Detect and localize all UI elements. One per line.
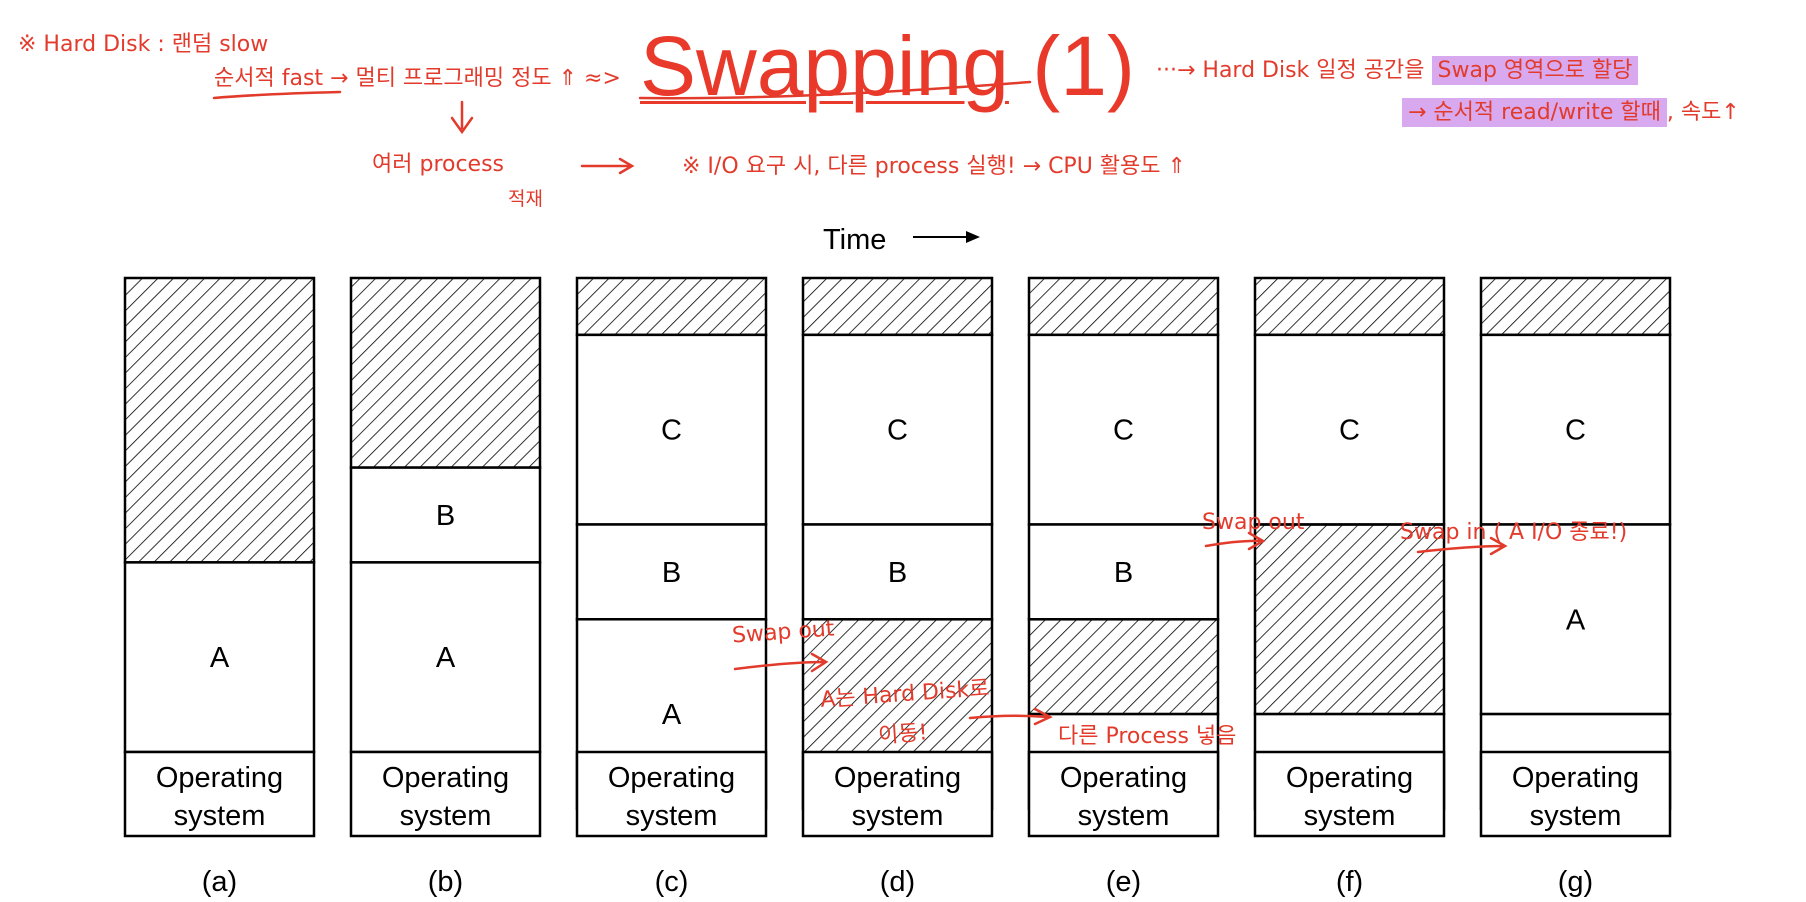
process-block	[575, 333, 768, 526]
os-label-line2: system	[1304, 800, 1396, 832]
os-block	[1479, 750, 1672, 838]
title-suffix: (1)	[1032, 19, 1135, 113]
free-memory-hole	[1253, 276, 1446, 337]
column-caption: (c)	[655, 866, 689, 898]
note-hard-disk-2: 순서적 fast → 멀티 프로그래밍 정도 ⇑ ≈>	[214, 66, 621, 91]
process-block	[349, 466, 542, 564]
os-label-line1: Operating	[1512, 762, 1639, 794]
free-memory-hole	[575, 276, 768, 337]
page-title: Swapping (1)	[640, 18, 1135, 115]
arrow-swap-in	[1416, 536, 1508, 556]
os-block	[1253, 750, 1446, 838]
memory-columns: A Operating system (a) B A Operating system (b) C…	[123, 276, 1672, 898]
down-arrow-multiprogramming	[450, 100, 474, 135]
os-label-line2: system	[400, 800, 492, 832]
column-caption: (f)	[1336, 866, 1363, 898]
os-label-line2: system	[626, 800, 718, 832]
os-label-line1: Operating	[382, 762, 509, 794]
process-label: C	[887, 415, 908, 447]
note-sequential: → 순서적 read/write 할때, 속도↑	[1402, 94, 1740, 127]
os-block	[123, 750, 316, 838]
arrow-to-process-d	[968, 707, 1053, 726]
title-underline-stroke	[638, 80, 1032, 100]
process-label: A	[662, 699, 682, 731]
process-label: C	[1339, 415, 1360, 447]
process-label: B	[662, 557, 681, 589]
note-a-to-disk-2: 이동!	[877, 720, 929, 749]
os-label-line1: Operating	[834, 762, 961, 794]
time-label: Time	[823, 224, 887, 256]
arrow-swap-out-1	[733, 652, 829, 673]
note-load: 적재	[508, 188, 543, 210]
note-io: ※ I/O 요구 시, 다른 process 실행! → CPU 활용도 ⇑	[682, 154, 1186, 179]
process-block	[1479, 333, 1672, 526]
free-memory-hole	[1253, 523, 1446, 716]
os-label-line1: Operating	[608, 762, 735, 794]
process-block	[1027, 333, 1220, 526]
process-block	[801, 333, 994, 526]
underline-fast	[212, 90, 342, 100]
note-other-process: 다른 Process 넣음	[1058, 724, 1237, 749]
time-arrow-head	[966, 231, 980, 243]
os-label-line2: system	[1078, 800, 1170, 832]
arrow-swap-out-2	[1204, 531, 1266, 551]
os-block	[349, 750, 542, 838]
column-caption: (e)	[1106, 866, 1141, 898]
process-block	[349, 561, 542, 754]
free-memory-hole	[123, 276, 316, 564]
free-memory-hole	[1027, 276, 1220, 337]
os-block	[801, 750, 994, 838]
free-memory-hole	[349, 276, 542, 469]
process-label: C	[661, 415, 682, 447]
process-block	[123, 561, 316, 754]
os-label-line1: Operating	[1286, 762, 1413, 794]
note-sequential-highlight: → 순서적 read/write 할때	[1402, 98, 1667, 127]
process-label: C	[1565, 415, 1586, 447]
arrow-to-io-note	[580, 157, 635, 175]
column-caption: (b)	[428, 866, 463, 898]
column-caption: (d)	[880, 866, 915, 898]
process-block	[801, 523, 994, 621]
free-memory-hole	[801, 276, 994, 337]
column-caption: (a)	[202, 866, 237, 898]
os-block	[575, 750, 768, 838]
process-label: C	[1113, 415, 1134, 447]
note-disk-area-highlight: Swap 영역으로 할당	[1431, 56, 1639, 85]
process-label: A	[1566, 604, 1586, 636]
process-label: B	[888, 557, 907, 589]
process-label: A	[210, 642, 230, 674]
note-disk-area: ···→ Hard Disk 일정 공간을 Swap 영역으로 할당	[1156, 52, 1639, 85]
note-swap-in: Swap in ( A I/O 종료!)	[1400, 520, 1628, 545]
os-label-line1: Operating	[156, 762, 283, 794]
note-sequential-suffix: , 속도↑	[1666, 100, 1740, 125]
process-label: B	[1114, 557, 1133, 589]
process-block	[1253, 333, 1446, 526]
os-label-line2: system	[852, 800, 944, 832]
os-label-line2: system	[1530, 800, 1622, 832]
note-multi-process: 여러 process	[372, 152, 505, 177]
column-caption: (g)	[1558, 866, 1593, 898]
free-memory-hole	[1027, 618, 1220, 716]
process-block	[1479, 523, 1672, 716]
title-main: Swapping	[640, 19, 1009, 113]
note-disk-area-prefix: ···→ Hard Disk 일정 공간을	[1156, 58, 1425, 83]
free-memory-hole	[1479, 276, 1672, 337]
process-label: A	[436, 642, 456, 674]
os-label-line2: system	[174, 800, 266, 832]
process-label: B	[436, 500, 455, 532]
note-hard-disk-1: ※ Hard Disk : 랜덤 slow	[18, 32, 269, 57]
note-swap-out-2: Swap out	[1202, 510, 1305, 535]
os-label-line1: Operating	[1060, 762, 1187, 794]
os-block	[1027, 750, 1220, 838]
